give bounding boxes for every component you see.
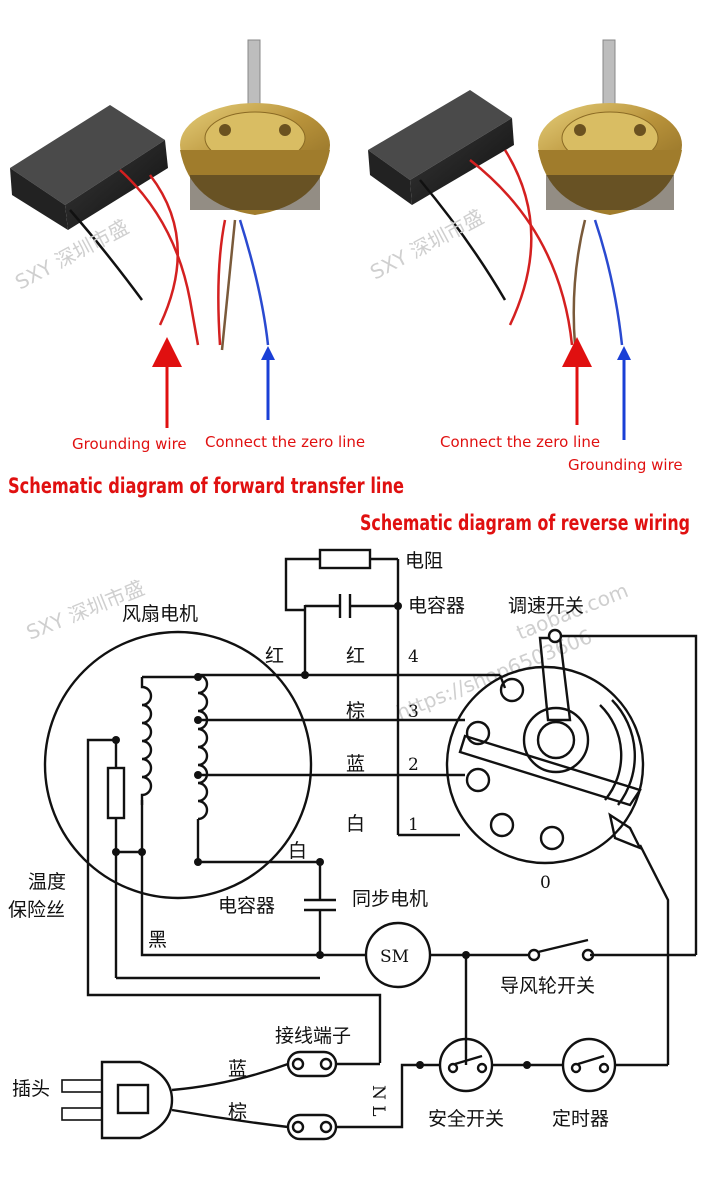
speed-switch-symbol [445,665,645,865]
white-wire-low-label: 白 [288,840,307,862]
motor-image [538,39,682,215]
terminal-label: 接线端子 [275,1025,351,1047]
zero-line-label-left: Connect the zero line [205,433,365,451]
pin-2-label: 2 [408,755,419,775]
reverse-wiring-photo: Connect the zero line Grounding wire [368,39,683,474]
forward-title: Schematic diagram of forward transfer li… [8,474,404,498]
white-wire-label: 白 [346,813,365,835]
fan-wiring-schematic: 电阻 电容器 调速开关 风扇电机 红 红 棕 蓝 白 4 3 2 1 [8,548,698,1141]
forward-wiring-photo: Grounding wire Connect the zero line [10,39,365,453]
fan-motor-label: 风扇电机 [122,603,198,625]
grounding-wire-label-right: Grounding wire [568,456,683,474]
wind-wheel-switch-label: 导风轮开关 [500,975,595,997]
pin-4-label: 4 [408,647,419,667]
red-wire-label: 红 [346,645,365,667]
resistor-label: 电阻 [405,550,443,572]
switch-contact-4 [499,677,525,703]
nl-label: N L [368,1085,388,1117]
motor-image [180,39,330,215]
speed-switch-label: 调速开关 [508,595,584,617]
plug-prong-lower [61,1107,103,1121]
thermal-fuse-symbol [106,766,126,820]
capacitor-box-image [10,105,168,230]
switch-contact-3 [465,720,491,746]
plug-symbol [100,1060,174,1140]
black-wire-label: 黑 [148,929,167,951]
plug-blue-label: 蓝 [228,1058,247,1080]
sm-label: SM [380,947,409,967]
switch-contact-0 [539,825,565,851]
pin-0-label: 0 [540,873,551,893]
reverse-title: Schematic diagram of reverse wiring [360,511,690,535]
thermal-fuse-label-1: 温度 [28,871,66,893]
resistor-symbol [318,548,372,570]
plug-label: 插头 [12,1078,50,1100]
terminal-block-upper [286,1050,338,1078]
capacitor-box-image [368,90,514,205]
switch-rotor [458,734,642,807]
thermal-fuse-label-2: 保险丝 [8,899,65,921]
sync-motor-label: 同步电机 [352,888,428,910]
wind-wheel-switch-symbol [537,938,589,954]
capacitor-label-top: 电容器 [408,595,465,617]
capacitor-label-bottom: 电容器 [218,895,275,917]
switch-contact-1 [489,812,515,838]
pin-3-label: 3 [408,702,419,722]
plug-prong-upper [61,1079,103,1093]
grounding-wire-label-left: Grounding wire [72,435,187,453]
terminal-block-lower [286,1113,338,1141]
blue-wire-label: 蓝 [346,753,365,775]
aux-winding [197,673,209,821]
safety-switch-label: 安全开关 [428,1108,504,1130]
red-wire-left-label: 红 [265,645,284,667]
brown-wire-label: 棕 [346,700,365,722]
main-winding [140,677,153,805]
fan-motor-symbol [43,630,313,900]
timer-label: 定时器 [552,1108,609,1130]
zero-line-label-right: Connect the zero line [440,433,600,451]
switch-contact-2 [465,767,491,793]
plug-brown-label: 棕 [228,1101,247,1123]
pin-1-label: 1 [408,815,419,835]
